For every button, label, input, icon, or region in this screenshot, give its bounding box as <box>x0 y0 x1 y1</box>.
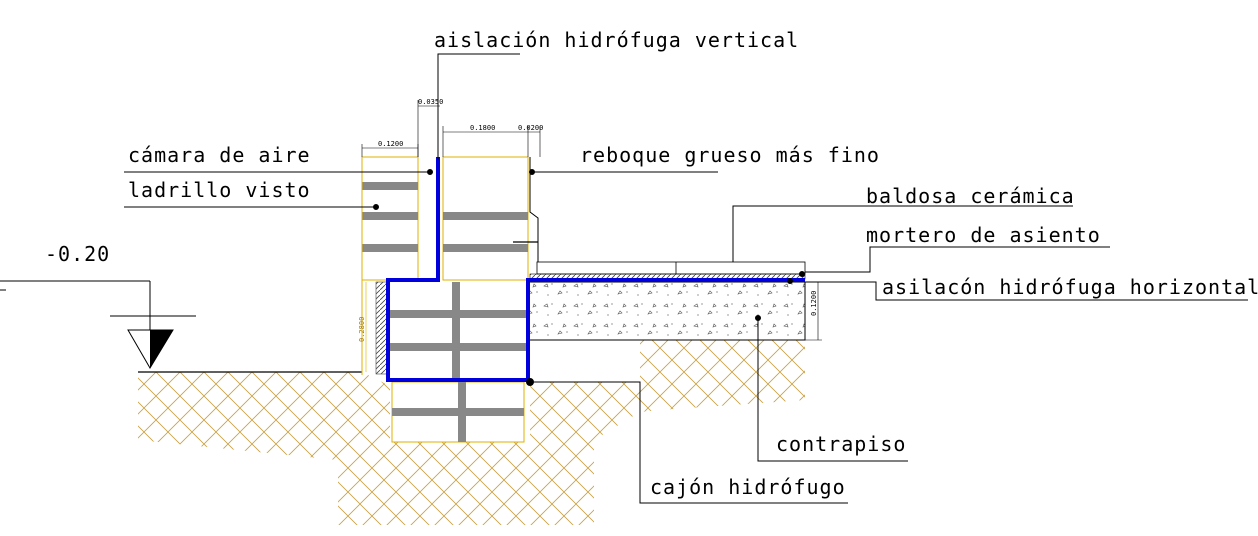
label-contrapiso: contrapiso <box>776 432 906 456</box>
revoque-line <box>529 157 539 262</box>
label-baldosa: baldosa cerámica <box>866 184 1075 208</box>
dim-slab-height: 0.1200 <box>810 291 818 316</box>
contrapiso-slab <box>527 281 806 341</box>
label-ladrillo-visto: ladrillo visto <box>128 178 311 202</box>
label-cajon: cajón hidrófugo <box>650 475 846 499</box>
dim-cajon-height: 0.2800 <box>358 317 366 342</box>
dim-render-width: 0.0200 <box>518 124 543 132</box>
label-aislacion-vertical: aislación hidrófuga vertical <box>434 28 799 52</box>
level-marker <box>0 280 196 369</box>
level-value: -0.20 <box>45 242 110 266</box>
foundation-bricks <box>391 381 525 443</box>
interior-brick-wall <box>442 156 529 281</box>
label-aislacion-horizontal: asilacón hidrófuga horizontal <box>882 275 1258 299</box>
label-camara-aire: cámara de aire <box>128 143 311 167</box>
waterproofing-lines <box>386 157 805 382</box>
baldosa-layer <box>536 261 806 275</box>
earth-hatch <box>138 340 805 525</box>
label-revoque: reboque grueso más fino <box>580 143 880 167</box>
dim-insulation-width: 0.0350 <box>418 98 443 106</box>
cajon-bricks <box>390 282 528 380</box>
dim-brick-width: 0.1200 <box>378 140 403 148</box>
label-mortero: mortero de asiento <box>866 223 1101 247</box>
leader-lines <box>124 53 1248 504</box>
dim-inner-wall-width: 0.1800 <box>470 124 495 132</box>
dimension-lines <box>361 100 822 372</box>
